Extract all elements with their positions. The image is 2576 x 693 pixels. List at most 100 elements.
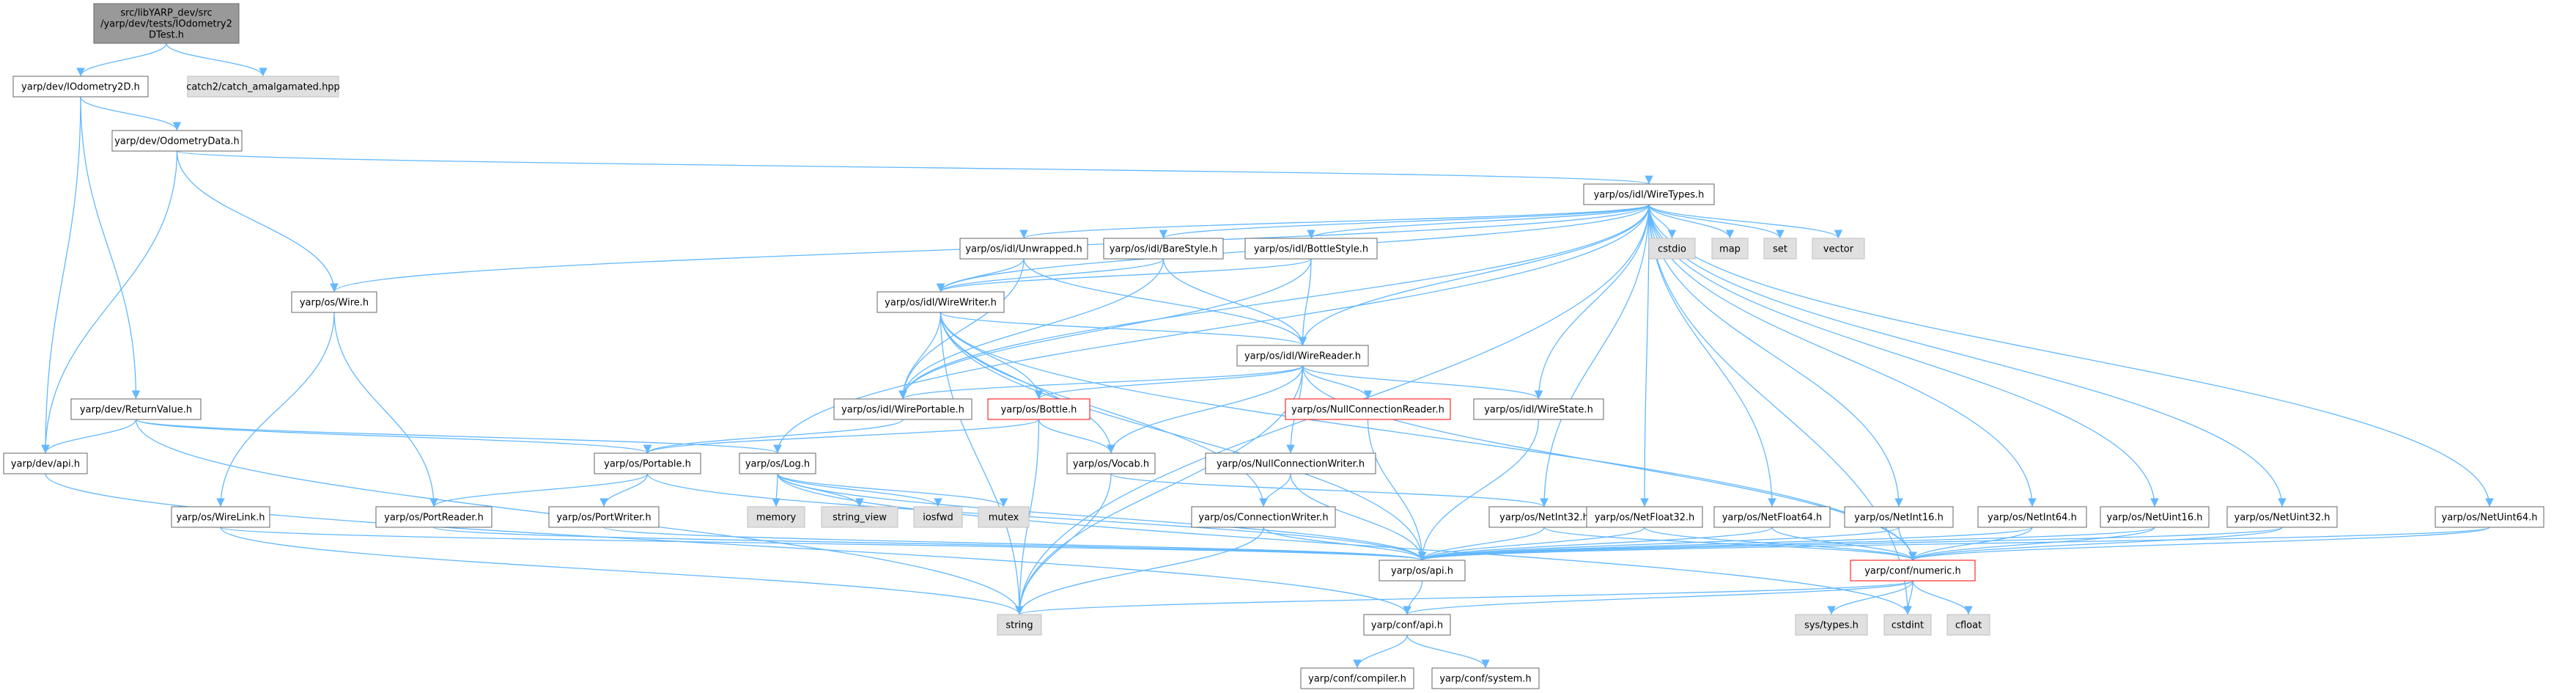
node-confcompiler[interactable]: yarp/conf/compiler.h — [1300, 667, 1414, 689]
node-netint16-label: yarp/os/NetInt16.h — [1854, 513, 1944, 524]
edge-osapi-to-confapi — [1403, 580, 1423, 615]
node-connwriter-label: yarp/os/ConnectionWriter.h — [1198, 513, 1328, 524]
edge-wirereader-to-wirestate — [1302, 365, 1543, 400]
node-set-label: set — [1773, 244, 1787, 255]
node-nullconnwriter-label: yarp/os/NullConnectionWriter.h — [1217, 459, 1365, 470]
node-vocab[interactable]: yarp/os/Vocab.h — [1066, 452, 1156, 474]
edge-wiretypes-to-vector — [1648, 204, 1843, 239]
node-wirewriter[interactable]: yarp/os/idl/WireWriter.h — [876, 291, 1005, 313]
node-map-box — [1711, 238, 1749, 260]
node-bottlestyle-label: yarp/os/idl/BottleStyle.h — [1254, 244, 1368, 255]
node-wirelink[interactable]: yarp/os/WireLink.h — [171, 506, 270, 528]
node-nullconnreader[interactable]: yarp/os/NullConnectionReader.h — [1285, 398, 1451, 420]
node-netfloat32-label: yarp/os/NetFloat32.h — [1595, 513, 1695, 524]
edge-netint64-to-osapi — [1418, 527, 2033, 561]
node-confnumeric[interactable]: yarp/conf/numeric.h — [1850, 560, 1976, 582]
edge-confnumeric-to-string — [1015, 580, 1913, 615]
node-portwriter-box — [548, 506, 660, 528]
node-connwriter-box — [1191, 506, 1336, 528]
node-netint16[interactable]: yarp/os/NetInt16.h — [1844, 506, 1954, 528]
node-returnvalue-label: yarp/dev/ReturnValue.h — [80, 405, 192, 416]
edge-portreader-to-osapi — [433, 527, 1426, 561]
edge-netint32-to-osapi — [1417, 527, 1545, 561]
node-bottlestyle-box — [1244, 238, 1378, 260]
edge-unwrapped-to-wirewriter — [936, 258, 1025, 293]
edge-wirereader-to-wireportable — [898, 365, 1304, 400]
edge-wireportable-to-portable — [643, 419, 904, 454]
node-wire[interactable]: yarp/os/Wire.h — [291, 291, 377, 313]
node-bottle[interactable]: yarp/os/Bottle.h — [987, 398, 1090, 420]
edge-wiretypes-to-wirereader — [1298, 204, 1650, 346]
node-odomdata[interactable]: yarp/dev/OdometryData.h — [111, 130, 243, 152]
edge-portwriter-to-osapi — [603, 527, 1426, 561]
node-returnvalue-box — [70, 398, 202, 420]
node-unwrapped[interactable]: yarp/os/idl/Unwrapped.h — [959, 238, 1088, 260]
node-vocab-label: yarp/os/Vocab.h — [1073, 459, 1149, 470]
node-wireportable[interactable]: yarp/os/idl/WirePortable.h — [833, 398, 973, 420]
node-cstdio-label: cstdio — [1658, 244, 1686, 255]
node-root-label: src/libYARP_dev/src — [120, 8, 212, 19]
node-string-box — [997, 614, 1042, 636]
node-bottlestyle[interactable]: yarp/os/idl/BottleStyle.h — [1244, 238, 1378, 260]
node-wiretypes[interactable]: yarp/os/idl/WireTypes.h — [1583, 183, 1715, 205]
node-root-label: DTest.h — [149, 30, 184, 41]
node-wire-label: yarp/os/Wire.h — [300, 298, 369, 309]
node-netuint16[interactable]: yarp/os/NetUint16.h — [2100, 506, 2210, 528]
edge-vocab-to-netint32 — [1110, 473, 1549, 507]
edge-wirewriter-to-wirereader — [940, 312, 1307, 346]
node-netint64-box — [1977, 506, 2087, 528]
edge-root-to-catch2 — [166, 43, 267, 77]
edge-bottle-to-vocab — [1038, 419, 1115, 454]
edge-netfloat64-to-osapi — [1417, 527, 1773, 561]
node-devapi[interactable]: yarp/dev/api.h — [3, 452, 88, 474]
node-netint64-label: yarp/os/NetInt64.h — [1988, 513, 2077, 524]
node-confsystem-label: yarp/conf/system.h — [1439, 674, 1531, 685]
node-netfloat32[interactable]: yarp/os/NetFloat32.h — [1586, 506, 1703, 528]
node-iodom2d[interactable]: yarp/dev/IOdometry2D.h — [12, 76, 149, 98]
node-vector-box — [1812, 238, 1865, 260]
node-barestyle[interactable]: yarp/os/idl/BareStyle.h — [1103, 238, 1224, 260]
edge-portable-to-portwriter — [599, 473, 649, 507]
node-wirestate-label: yarp/os/idl/WireState.h — [1484, 405, 1593, 416]
node-root[interactable]: src/libYARP_dev/src/yarp/dev/tests/IOdom… — [93, 3, 240, 44]
node-connwriter[interactable]: yarp/os/ConnectionWriter.h — [1191, 506, 1336, 528]
node-nullconnwriter-box — [1205, 452, 1376, 474]
edge-returnvalue-to-portable — [135, 419, 652, 454]
node-netuint32[interactable]: yarp/os/NetUint32.h — [2226, 506, 2338, 528]
node-wirestate-box — [1473, 398, 1604, 420]
node-map: map — [1711, 238, 1749, 260]
node-portwriter[interactable]: yarp/os/PortWriter.h — [548, 506, 660, 528]
edge-iodom2d-to-returnvalue — [80, 96, 141, 400]
node-netint32-label: yarp/os/NetInt32.h — [1499, 513, 1589, 524]
edge-wiretypes-to-wirestate — [1534, 204, 1650, 400]
node-portable[interactable]: yarp/os/Portable.h — [594, 452, 701, 474]
node-portable-box — [594, 452, 701, 474]
edge-wirewriter-to-wireportable — [898, 312, 942, 400]
node-devapi-box — [3, 452, 88, 474]
edge-log-to-mutex — [777, 473, 1008, 507]
node-returnvalue[interactable]: yarp/dev/ReturnValue.h — [70, 398, 202, 420]
edge-wirelink-to-string — [220, 527, 1024, 615]
edge-barestyle-to-wirewriter — [936, 258, 1165, 293]
node-netint64[interactable]: yarp/os/NetInt64.h — [1977, 506, 2087, 528]
node-wirereader[interactable]: yarp/os/idl/WireReader.h — [1236, 345, 1369, 367]
node-portreader[interactable]: yarp/os/PortReader.h — [375, 506, 492, 528]
edge-netuint16-to-osapi — [1418, 527, 2155, 561]
node-bottle-label: yarp/os/Bottle.h — [1001, 405, 1077, 416]
node-confapi[interactable]: yarp/conf/api.h — [1363, 614, 1451, 636]
node-netfloat64[interactable]: yarp/os/NetFloat64.h — [1713, 506, 1831, 528]
node-wirestate[interactable]: yarp/os/idl/WireState.h — [1473, 398, 1604, 420]
node-confsystem[interactable]: yarp/conf/system.h — [1431, 667, 1540, 689]
node-iosfwd: iosfwd — [913, 506, 963, 528]
edge-netfloat32-to-osapi — [1417, 527, 1645, 561]
node-nullconnwriter[interactable]: yarp/os/NullConnectionWriter.h — [1205, 452, 1376, 474]
node-log[interactable]: yarp/os/Log.h — [739, 452, 816, 474]
node-iosfwd-label: iosfwd — [923, 513, 953, 524]
node-netfloat32-box — [1586, 506, 1703, 528]
node-netuint64[interactable]: yarp/os/NetUint64.h — [2435, 506, 2544, 528]
edge-devapi-to-confapi — [45, 473, 1411, 615]
edge-wiretypes-to-log — [773, 204, 1650, 454]
node-osapi[interactable]: yarp/os/api.h — [1379, 560, 1466, 582]
node-netint32[interactable]: yarp/os/NetInt32.h — [1488, 506, 1600, 528]
node-wirereader-label: yarp/os/idl/WireReader.h — [1244, 351, 1361, 362]
